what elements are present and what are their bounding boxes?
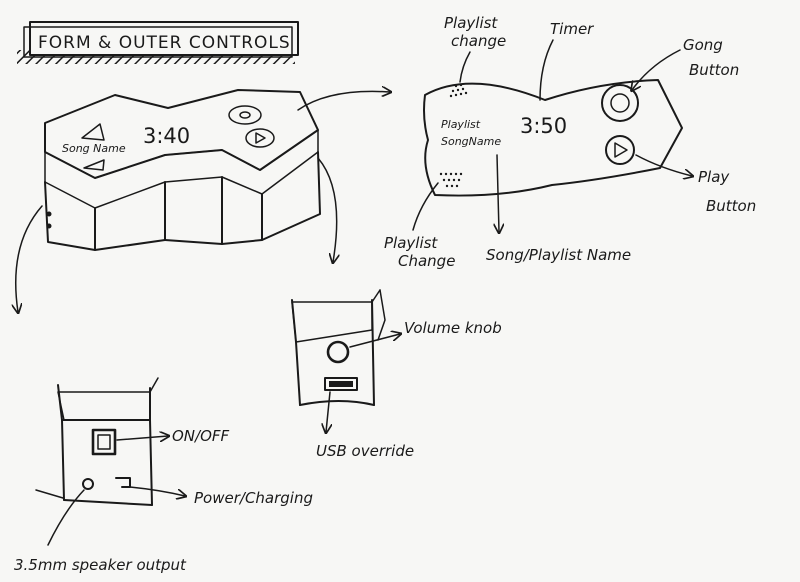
triangle-down-icon: [84, 160, 104, 170]
gong-button-icon: [229, 106, 261, 124]
callout-playlist-change-bottom-2: Change: [398, 252, 455, 270]
arrow-gong: [632, 50, 680, 90]
callout-play-1: Play: [698, 168, 730, 186]
top-view-playlist: Playlist: [441, 118, 481, 131]
volume-knob-icon: [328, 342, 348, 362]
callout-volume-knob: Volume knob: [404, 319, 502, 337]
callout-playlist-change-top-2: change: [451, 32, 506, 50]
main-device: Song Name 3:40: [45, 90, 320, 250]
arrow-to-back-view: [16, 206, 42, 312]
arrow-on-off: [117, 436, 168, 440]
main-song-name: Song Name: [62, 142, 126, 155]
callout-gong-1: Gong: [683, 36, 723, 54]
play-button-icon: [606, 136, 634, 164]
callout-speaker-output: 3.5mm speaker output: [14, 556, 187, 574]
arrow-timer: [540, 40, 553, 100]
callout-timer: Timer: [550, 20, 594, 38]
audio-jack-icon: [83, 479, 93, 489]
callout-song-playlist-name: Song/Playlist Name: [486, 246, 631, 264]
callout-playlist-change-bottom-1: Playlist: [384, 234, 438, 252]
top-view-time: 3:50: [520, 114, 567, 138]
power-switch-icon: [93, 430, 115, 454]
arrow-play: [636, 155, 692, 176]
arrow-speaker-output: [48, 490, 84, 545]
play-button-icon: [246, 129, 274, 147]
callout-power-charging: Power/Charging: [194, 489, 313, 507]
arrow-to-top-view: [298, 91, 390, 110]
triangle-up-icon: [82, 124, 104, 140]
page-title: FORM & OUTER CONTROLS: [38, 33, 291, 53]
callout-usb-override: USB override: [316, 442, 414, 460]
speaker-grille-bottom: [440, 173, 462, 187]
top-view-song-name: SongName: [441, 135, 501, 148]
callout-on-off: ON/OFF: [172, 427, 230, 445]
callout-play-2: Button: [706, 197, 756, 215]
side-view: [292, 290, 385, 405]
arrow-playlist-change-top: [460, 52, 470, 82]
arrow-song-playlist: [497, 155, 499, 232]
charging-port-icon: [116, 478, 130, 487]
callout-playlist-change-top-1: Playlist: [444, 14, 498, 32]
back-view: [36, 378, 158, 505]
main-time: 3:40: [143, 124, 190, 148]
arrow-power-charging: [130, 487, 185, 496]
top-view: Playlist SongName 3:50: [424, 80, 682, 196]
title-box: FORM & OUTER CONTROLS: [17, 22, 298, 64]
arrow-playlist-change-bottom: [413, 183, 438, 230]
arrow-usb-override: [326, 392, 330, 432]
callout-gong-2: Button: [689, 61, 739, 79]
arrow-volume-knob: [350, 334, 400, 347]
